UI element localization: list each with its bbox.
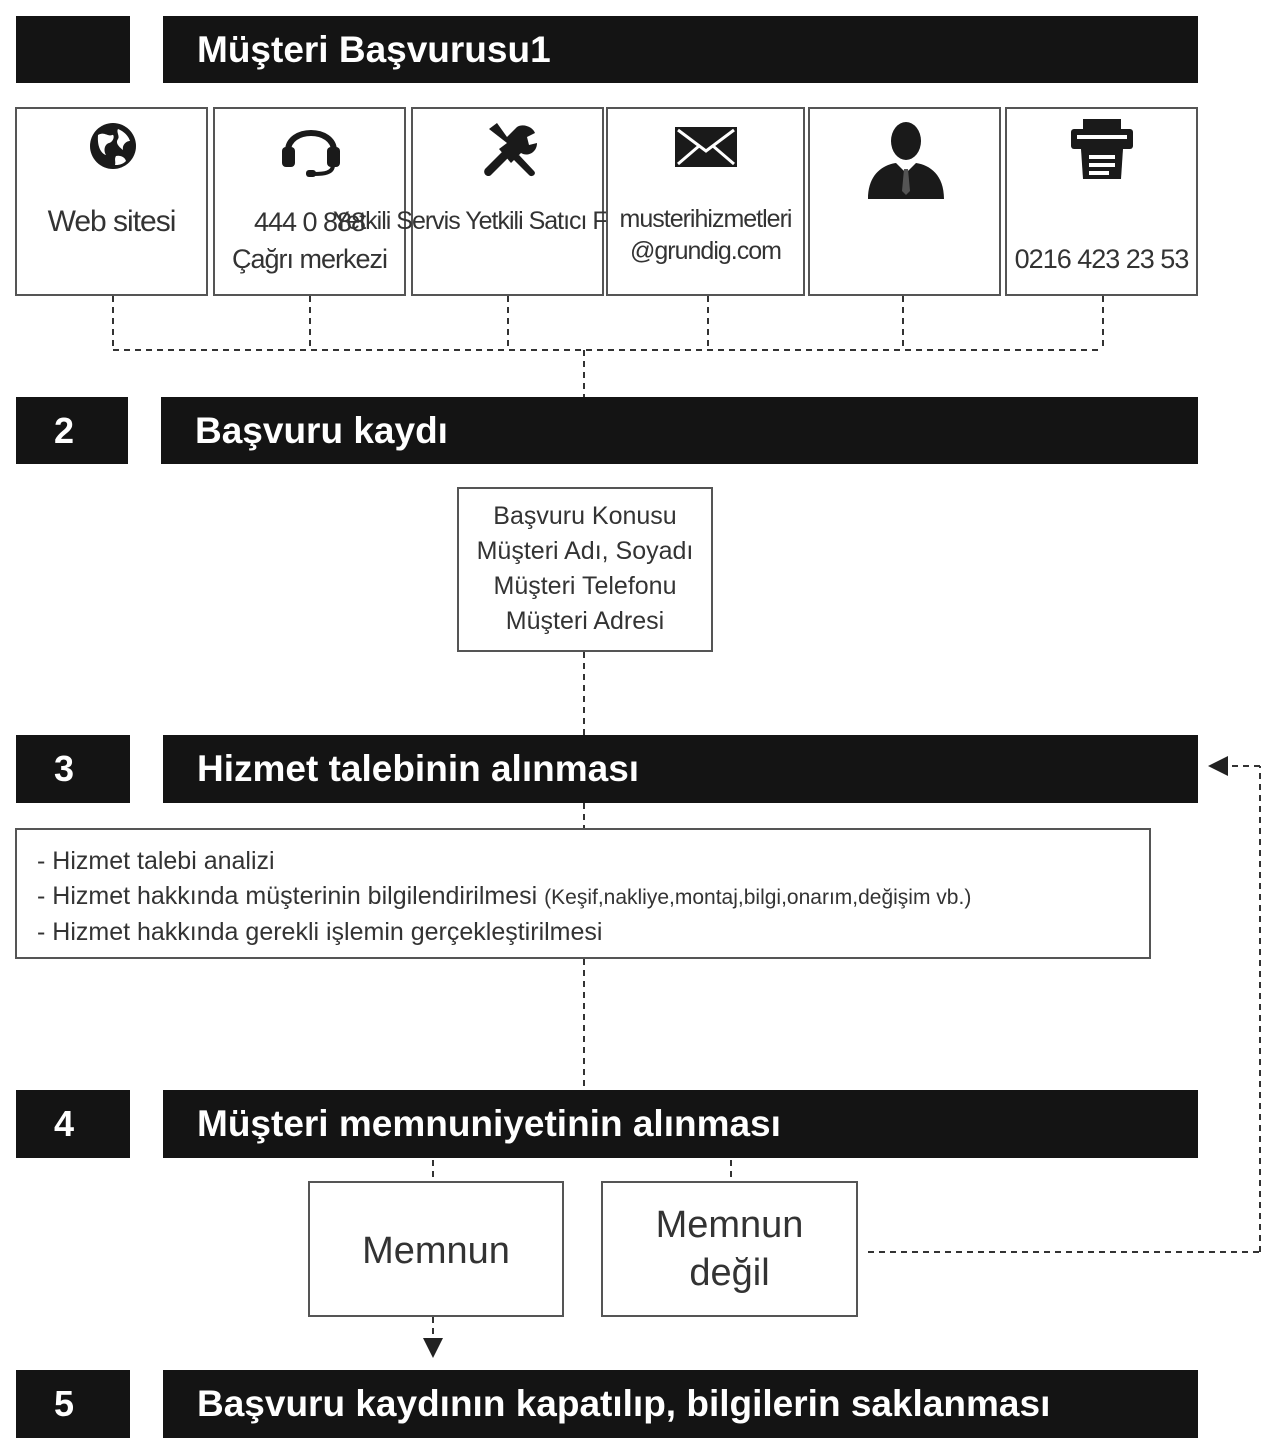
headset-icon — [282, 130, 340, 177]
step-4-title: Müşteri memnuniyetinin alınması — [163, 1090, 1198, 1158]
record-field: Müşteri Adresi — [505, 607, 665, 635]
channel-card-authorized-service: Yetkili Servis Yetkili Satıcı Firmaları — [333, 107, 683, 296]
service-item: - Hizmet hakkında müşterinin bilgilendir… — [37, 882, 972, 910]
channel-email-domain: @grundig.com — [630, 237, 782, 265]
step-5-title: Başvuru kaydının kapatılıp, bilgilerin s… — [163, 1370, 1198, 1438]
person-icon — [868, 122, 944, 199]
channel-card-web: Web sitesi — [15, 107, 208, 296]
step-3-number: 3 — [16, 735, 130, 803]
channel-card-fax: 0216 423 23 53 — [1005, 107, 1198, 296]
channel-card-in-person — [808, 107, 1001, 296]
record-field: Başvuru Konusu — [493, 502, 677, 530]
tools-icon — [484, 123, 537, 177]
channel-call-label: Çağrı merkezi — [231, 244, 388, 274]
channel-web-label: Web sitesi — [47, 205, 177, 238]
channel-fax-number: 0216 423 23 53 — [1014, 244, 1190, 274]
step-1-number — [16, 16, 130, 83]
outcome-not-satisfied: Memnun değil — [601, 1181, 858, 1317]
record-field: Müşteri Telefonu — [493, 572, 677, 600]
service-actions-box: - Hizmet talebi analizi - Hizmet hakkınd… — [15, 828, 1151, 959]
channel-card-email: @grundig.com — [606, 107, 805, 296]
step-5-number: 5 — [16, 1370, 130, 1438]
channel-card-call-center: 444 0 888 Çağrı merkezi — [213, 107, 406, 296]
service-item: - Hizmet hakkında gerekli işlemin gerçek… — [37, 918, 603, 946]
step-2-number: 2 — [16, 397, 128, 464]
globe-icon — [90, 123, 136, 169]
service-item-note: (Keşif,nakliye,montaj,bilgi,onarım,değiş… — [544, 886, 972, 909]
fax-icon — [1071, 119, 1133, 179]
channel-call-number: 444 0 888 — [253, 207, 366, 237]
channel-email-user-wrap: musterihizmetleri — [606, 205, 805, 235]
step-2-title: Başvuru kaydı — [161, 397, 1198, 464]
channel-email-user: musterihizmetleri — [619, 205, 793, 233]
step-1-title: Müşteri Başvurusu1 — [163, 16, 1198, 83]
envelope-icon — [675, 127, 737, 167]
step-4-number: 4 — [16, 1090, 130, 1158]
step-3-title: Hizmet talebinin alınması — [163, 735, 1198, 803]
record-field: Müşteri Adı, Soyadı — [476, 537, 694, 565]
record-fields-box: Başvuru Konusu Müşteri Adı, Soyadı Müşte… — [457, 487, 713, 652]
outcome-satisfied: Memnun — [308, 1181, 564, 1317]
service-item: - Hizmet talebi analizi — [37, 847, 275, 875]
